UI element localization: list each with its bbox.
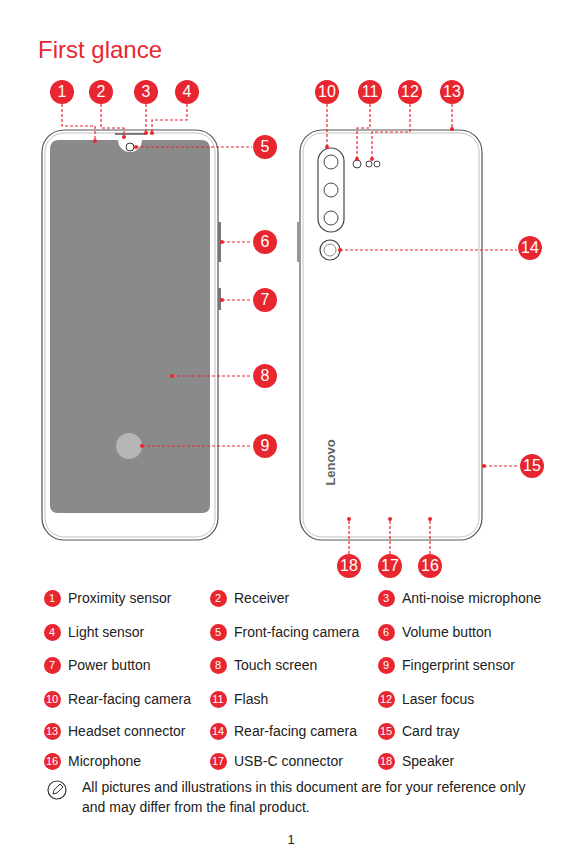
- legend-number: 6: [378, 624, 395, 641]
- part-name: Anti-noise microphone: [402, 590, 541, 607]
- legend-number: 15: [378, 723, 395, 740]
- callout-number: 14: [518, 236, 542, 260]
- part-name: Speaker: [402, 753, 454, 770]
- page-number: 1: [287, 832, 294, 847]
- part-name: Rear-facing camera: [234, 723, 357, 740]
- callout-number: 5: [253, 135, 277, 159]
- callout-number: 13: [440, 80, 464, 104]
- legend-number: 7: [44, 657, 61, 674]
- legend-number: 3: [378, 590, 395, 607]
- callout-number: 15: [520, 454, 544, 478]
- callout-number: 9: [253, 434, 277, 458]
- legend-number: 11: [210, 691, 227, 708]
- part-name: Card tray: [402, 723, 460, 740]
- part-name: Power button: [68, 657, 151, 674]
- part-name: Laser focus: [402, 691, 474, 708]
- legend-number: 17: [210, 753, 227, 770]
- callout-number: 4: [175, 80, 199, 104]
- callout-number: 8: [253, 364, 277, 388]
- legend-number: 18: [378, 753, 395, 770]
- legend-number: 5: [210, 624, 227, 641]
- part-name: Proximity sensor: [68, 590, 171, 607]
- legend-number: 1: [44, 590, 61, 607]
- callout-number: 1: [50, 80, 74, 104]
- callout-number: 18: [337, 554, 361, 578]
- part-name: Microphone: [68, 753, 141, 770]
- callout-number: 3: [134, 80, 158, 104]
- legend-number: 12: [378, 691, 395, 708]
- callout-number: 11: [358, 80, 382, 104]
- part-name: Receiver: [234, 590, 289, 607]
- note-text: All pictures and illustrations in this d…: [82, 777, 552, 817]
- part-name: Flash: [234, 691, 268, 708]
- callout-number: 7: [253, 288, 277, 312]
- callout-number: 2: [89, 80, 113, 104]
- legend-number: 16: [44, 753, 61, 770]
- legend-number: 13: [44, 723, 61, 740]
- part-name: USB-C connector: [234, 753, 343, 770]
- part-name: Front-facing camera: [234, 624, 359, 641]
- callout-number: 12: [398, 80, 422, 104]
- legend-number: 4: [44, 624, 61, 641]
- part-name: Rear-facing camera: [68, 691, 191, 708]
- brand-name: Lenovo: [323, 439, 338, 485]
- part-name: Volume button: [402, 624, 492, 641]
- legend-number: 14: [210, 723, 227, 740]
- page-title: First glance: [38, 36, 162, 64]
- part-name: Light sensor: [68, 624, 144, 641]
- legend-number: 9: [378, 657, 395, 674]
- callout-number: 17: [378, 554, 402, 578]
- legend-number: 8: [210, 657, 227, 674]
- part-name: Fingerprint sensor: [402, 657, 515, 674]
- callout-number: 10: [315, 80, 339, 104]
- part-name: Touch screen: [234, 657, 317, 674]
- legend-number: 10: [44, 691, 61, 708]
- part-name: Headset connector: [68, 723, 186, 740]
- legend-number: 2: [210, 590, 227, 607]
- callout-number: 16: [418, 554, 442, 578]
- callout-number: 6: [253, 230, 277, 254]
